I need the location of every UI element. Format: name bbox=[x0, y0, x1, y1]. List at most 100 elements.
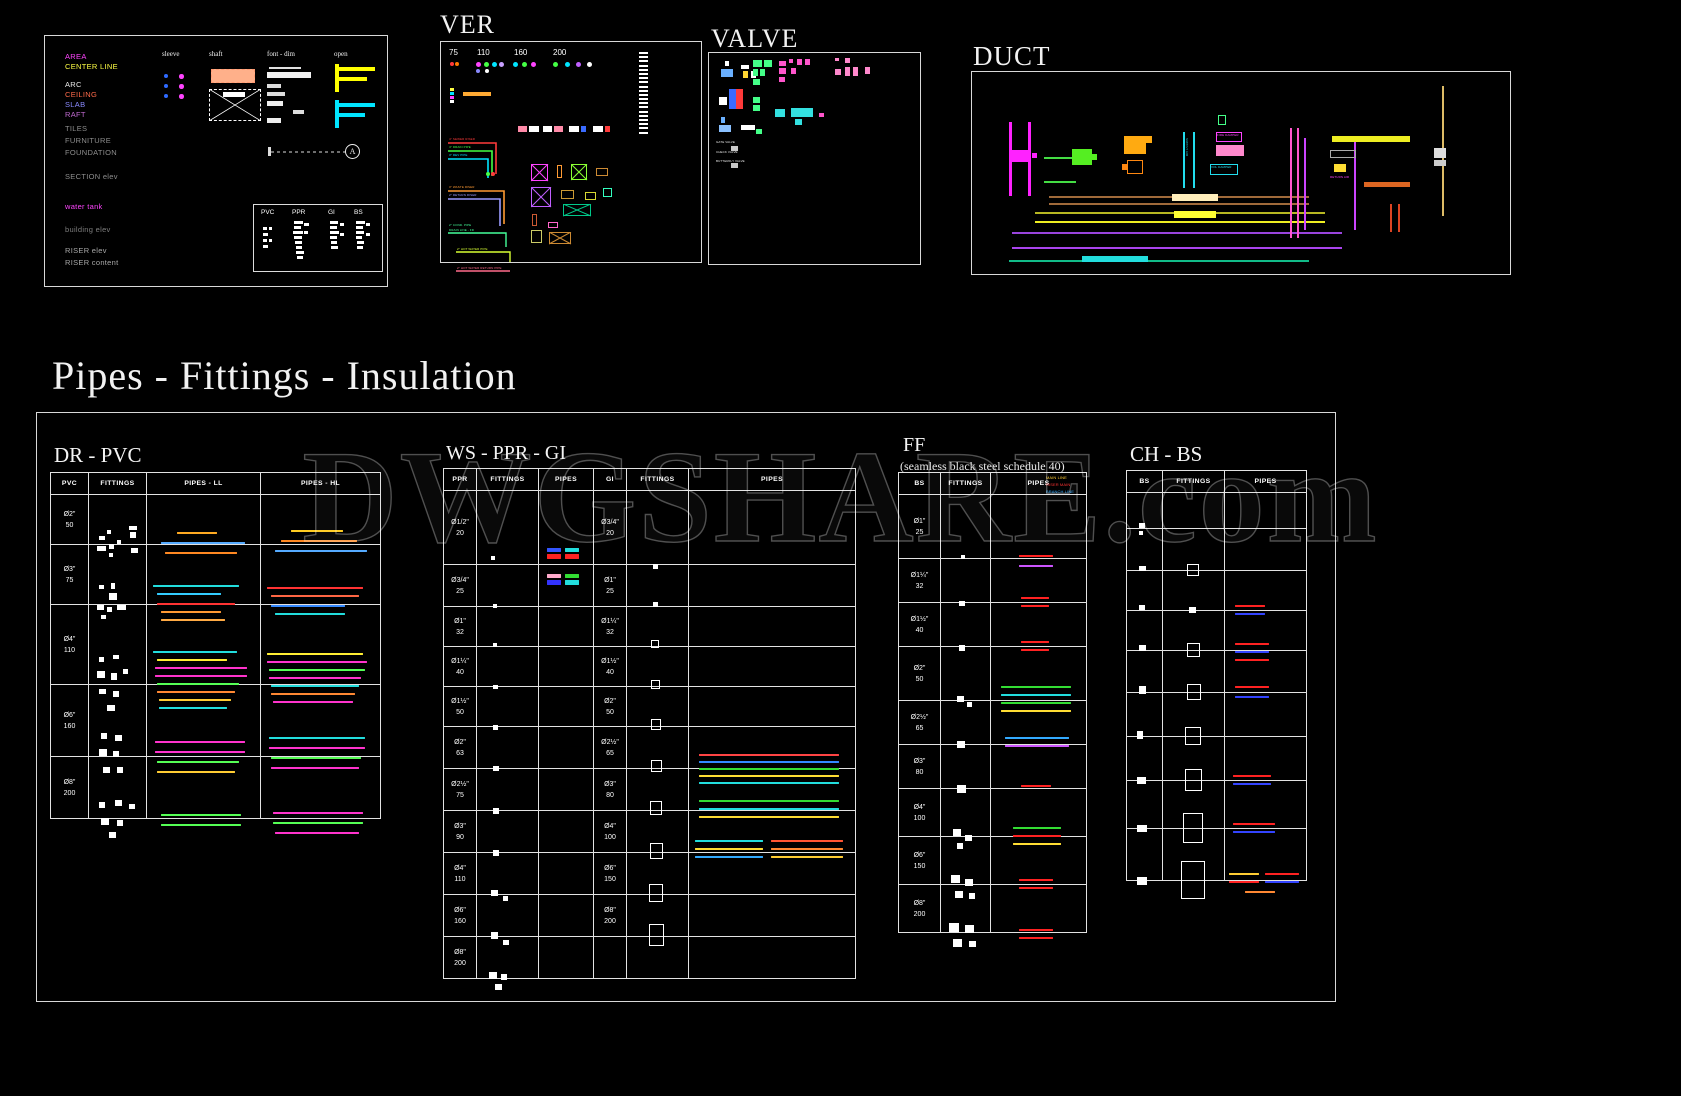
fittings-cell bbox=[626, 726, 689, 772]
legend-item-ceiling: CEILING bbox=[65, 90, 98, 99]
duct-damper-orange bbox=[1122, 164, 1127, 170]
table-row bbox=[1126, 692, 1307, 745]
pipes-cell bbox=[990, 884, 1087, 940]
valve-symbol bbox=[721, 117, 725, 123]
ver-riser-run-pink bbox=[456, 270, 510, 272]
row-size-cell-ppr: Ø6" 160 bbox=[443, 894, 477, 937]
size-inch: Ø2½" bbox=[910, 713, 929, 721]
pipes-cell bbox=[688, 646, 856, 687]
ver-access-panel bbox=[561, 190, 574, 199]
material-block bbox=[263, 233, 268, 236]
material-block bbox=[304, 223, 309, 226]
size-inch: Ø6" bbox=[604, 864, 616, 872]
pipes-cell bbox=[688, 490, 856, 565]
valve-symbol bbox=[731, 163, 738, 168]
size-mm: 20 bbox=[456, 529, 464, 537]
size-inch: Ø8" bbox=[454, 948, 466, 956]
size-mm: 40 bbox=[915, 626, 924, 634]
row-size-cell: Ø2" 50 bbox=[898, 646, 941, 701]
table-row: Ø1" 32 Ø1¼" 32 bbox=[443, 606, 856, 648]
ws-ppr-gi-table: PPR FITTINGS PIPES GI FITTINGS PIPES Ø1/… bbox=[443, 468, 856, 990]
pipes-cell bbox=[538, 852, 594, 895]
shaft-sleeve-symbol bbox=[211, 69, 255, 83]
font-dim-sample bbox=[267, 118, 281, 123]
duct-tag-box bbox=[1210, 164, 1238, 175]
fittings-cell bbox=[476, 894, 539, 945]
pipes-cell bbox=[688, 726, 856, 785]
table-header-row: PVC FITTINGS PIPES - LL PIPES - HL bbox=[50, 472, 381, 495]
col-header-gi-fittings: FITTINGS bbox=[626, 468, 689, 491]
col-header-fittings: FITTINGS bbox=[88, 472, 147, 495]
ver-cross-icon bbox=[549, 232, 572, 245]
pipes-cell bbox=[688, 894, 856, 937]
table-row: Ø4" 110 Ø6" 150 bbox=[443, 852, 856, 902]
fittings-cell bbox=[476, 686, 539, 730]
font-dim-sample bbox=[267, 84, 281, 88]
duct-riser-label: SUPPLY AIR bbox=[1185, 138, 1189, 157]
ver-riser-run-red bbox=[448, 142, 497, 174]
ver-access-panel bbox=[557, 165, 562, 178]
pipes-cell bbox=[538, 646, 594, 687]
valve-symbol bbox=[779, 77, 785, 82]
size-inch: Ø1¼" bbox=[601, 617, 619, 625]
material-block bbox=[263, 245, 268, 248]
duct-vertical bbox=[1354, 138, 1356, 230]
row-size-cell bbox=[1126, 570, 1163, 611]
ver-fixture bbox=[593, 126, 603, 132]
row-size-cell-ppr: Ø1¼" 40 bbox=[443, 646, 477, 687]
ver-marker bbox=[513, 62, 518, 67]
duct-terminal bbox=[1434, 160, 1446, 166]
ver-fixture bbox=[569, 126, 579, 132]
col-header-bs: BS bbox=[1126, 470, 1163, 493]
ver-marker bbox=[587, 62, 592, 67]
ver-marker bbox=[499, 62, 504, 67]
size-mm: 150 bbox=[913, 862, 926, 870]
table-row bbox=[1126, 650, 1307, 700]
ver-stack bbox=[450, 88, 454, 91]
table-row: Ø6" 160 bbox=[50, 684, 381, 774]
sleeve-dot bbox=[164, 84, 168, 88]
material-block bbox=[357, 241, 364, 244]
ver-access-panel bbox=[548, 222, 558, 228]
valve-note: CHECK VALVE bbox=[716, 151, 738, 154]
table-row bbox=[1126, 492, 1307, 535]
material-block bbox=[331, 246, 338, 249]
pipes-cell bbox=[1224, 692, 1307, 737]
layers-legend-panel: AREA CENTER LINE ARC CEILING SLAB RAFT T… bbox=[44, 35, 388, 287]
pipes-hl-cell bbox=[260, 544, 381, 616]
ver-access-panel bbox=[603, 188, 612, 197]
duct-tag-box bbox=[1218, 115, 1226, 125]
row-size-cell-gi: Ø2½" 65 bbox=[593, 726, 627, 769]
pipes-hl-cell bbox=[260, 604, 381, 704]
pipes-cell bbox=[538, 810, 594, 853]
fittings-cell bbox=[626, 490, 689, 569]
pipes-cell bbox=[990, 494, 1087, 568]
valve-symbol bbox=[791, 68, 796, 74]
fittings-cell bbox=[626, 564, 689, 607]
size-inch: Ø3/4" bbox=[451, 576, 469, 584]
ver-riser-label: 2" HOT WATER RETURN PIPE bbox=[457, 267, 502, 270]
ver-marker bbox=[565, 62, 570, 67]
valve-symbol bbox=[753, 97, 760, 103]
duct-run-orange bbox=[1364, 182, 1410, 187]
pipes-cell bbox=[538, 606, 594, 647]
fittings-cell bbox=[940, 788, 991, 849]
duct-vertical bbox=[1390, 204, 1392, 232]
fittings-cell bbox=[476, 606, 539, 647]
fittings-cell bbox=[476, 490, 539, 565]
pipes-cell bbox=[1224, 780, 1307, 834]
duct-riser-magenta bbox=[1032, 153, 1037, 158]
pipes-cell bbox=[990, 646, 1087, 713]
valve-symbol bbox=[736, 89, 743, 109]
size-inch: Ø1" bbox=[604, 576, 616, 584]
material-block bbox=[356, 226, 363, 229]
ff-legend: MAIN LINE RISER MAIN BRANCH LINE bbox=[1046, 476, 1074, 494]
duct-riser-cyan bbox=[1193, 132, 1195, 188]
col-header-pvc: PVC bbox=[50, 472, 89, 495]
pipes-cell bbox=[1224, 610, 1307, 662]
row-size-cell-ppr: Ø4" 110 bbox=[443, 852, 477, 895]
ver-marker bbox=[485, 69, 489, 73]
grid-dashed-line bbox=[271, 151, 345, 153]
material-block bbox=[357, 246, 363, 249]
sleeve-dot bbox=[179, 94, 184, 99]
